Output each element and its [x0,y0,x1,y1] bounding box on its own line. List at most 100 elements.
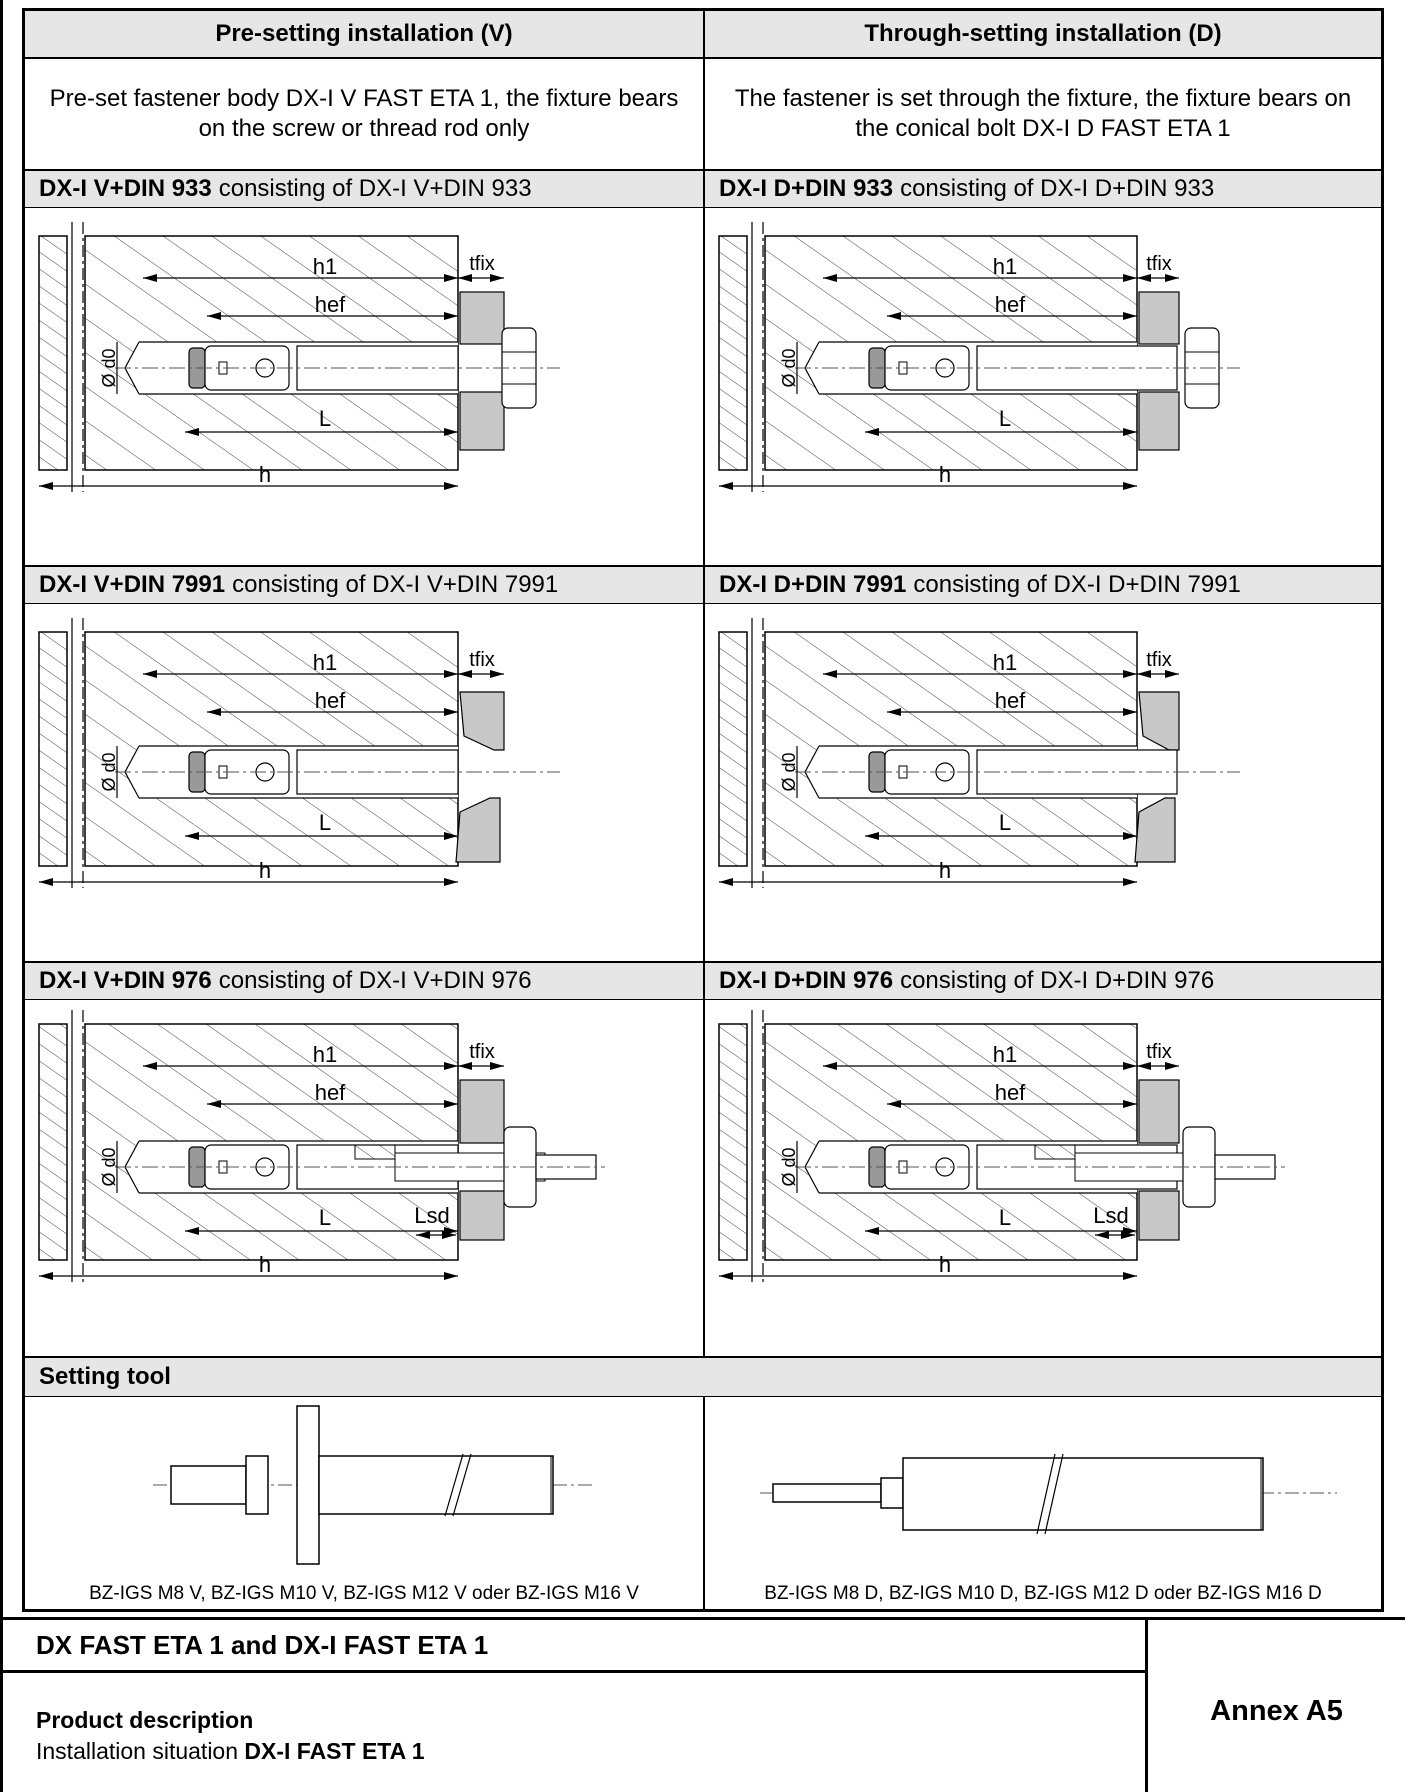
h1-dimension-arrow [1123,1062,1137,1070]
h-dimension-arrow [444,878,458,886]
description-product: DX-I FAST ETA 1 [244,1738,425,1764]
fixture [1134,797,1176,863]
h1-dimension-arrow [143,670,157,678]
tfix-label: tfix [469,1041,495,1063]
h-dimension-arrow [39,878,53,886]
h-dimension-arrow [444,1272,458,1280]
section-bold-label: DX-I V+DIN 7991 [39,571,226,598]
fixture [1138,291,1180,345]
h-dimension-arrow [1123,878,1137,886]
l-dimension-arrow [1123,428,1137,436]
hef-dimension-arrow [1123,708,1137,716]
tfix-dimension-arrow [458,670,472,678]
d0-label: Ø d0 [779,1147,799,1186]
tfix-dimension-arrow [1137,1062,1151,1070]
description-prefix: Installation situation [36,1738,239,1764]
h-label: h [259,462,271,487]
h1-label: h1 [313,254,337,279]
footer-frame [0,1617,1405,1792]
tfix-dimension-arrow [458,274,472,282]
h1-label: h1 [313,650,337,675]
fixture [1138,1079,1180,1144]
h-dimension-arrow [1123,482,1137,490]
section-label: consisting of DX-I D+DIN 933 [900,175,1215,202]
setting-tool-v-caption: BZ-IGS M8 V, BZ-IGS M10 V, BZ-IGS M12 V … [89,1583,639,1604]
l-dimension-arrow [865,428,879,436]
section-label: consisting of DX-I V+DIN 976 [218,967,532,994]
footer-divider [0,1670,1148,1673]
tfix-dimension-arrow [490,670,504,678]
d0-label: Ø d0 [99,752,119,791]
fixture [459,291,505,345]
section-bold-label: DX-I V+DIN 933 [39,175,212,202]
hef-dimension-arrow [207,1100,221,1108]
h-label: h [259,858,271,883]
footer-description: Product description Installation situati… [22,1707,1142,1765]
hef-dimension-arrow [887,708,901,716]
wall-strip [38,631,68,867]
fixture [459,691,505,751]
setting-tool-title: Setting tool [39,1363,171,1390]
footer-title: DX FAST ETA 1 and DX-I FAST ETA 1 [36,1629,489,1660]
tfix-dimension-arrow [490,274,504,282]
hef-dimension-arrow [887,312,901,320]
left-column-header: Pre-setting installation (V) [25,11,703,57]
tfix-label: tfix [469,253,495,275]
h-label: h [939,1252,951,1277]
description-text: Installation situation DX-I FAST ETA 1 [36,1738,1142,1765]
h-dimension-arrow [444,482,458,490]
setting-tool-d-caption: BZ-IGS M8 D, BZ-IGS M10 D, BZ-IGS M12 D … [764,1583,1322,1604]
d0-label: Ø d0 [779,752,799,791]
h-dimension-arrow [39,482,53,490]
tfix-dimension-arrow [1165,274,1179,282]
l-dimension-arrow [1123,1227,1137,1235]
lsd-label: Lsd [1093,1203,1128,1228]
l-dimension-arrow [185,1227,199,1235]
thread-insert [354,1144,396,1160]
l-dimension-arrow [185,428,199,436]
hef-dimension-arrow [1123,312,1137,320]
footer-divider [1145,1617,1148,1792]
lsd-label: Lsd [414,1203,449,1228]
tfix-label: tfix [1146,253,1172,275]
wall-strip [718,631,748,867]
tfix-dimension-arrow [1137,670,1151,678]
section-label: consisting of DX-I D+DIN 976 [900,967,1215,994]
h-label: h [259,1252,271,1277]
h1-dimension-arrow [143,274,157,282]
hef-label: hef [995,1080,1026,1105]
right-column-header: Through-setting installation (D) [705,11,1381,57]
annex-label: Annex A5 [1210,1694,1343,1727]
hef-dimension-arrow [1123,1100,1137,1108]
wall-strip [718,1023,748,1261]
hef-dimension-arrow [887,1100,901,1108]
l-label: L [999,406,1011,431]
left-intro-text: Pre-set fastener body DX-I V FAST ETA 1,… [49,85,679,142]
divider [25,1396,1381,1397]
l-label: L [319,406,331,431]
section-label: consisting of DX-I V+DIN 933 [218,175,532,202]
l-dimension-arrow [444,1227,458,1235]
wall-strip [38,1023,68,1261]
l-dimension-arrow [444,832,458,840]
h1-dimension-arrow [444,670,458,678]
h1-dimension-arrow [444,274,458,282]
h1-label: h1 [313,1042,337,1067]
section-label: consisting of DX-I D+DIN 7991 [913,571,1241,598]
fixture [459,1079,505,1144]
d0-label: Ø d0 [99,1147,119,1186]
hef-label: hef [315,1080,346,1105]
l-dimension-arrow [865,832,879,840]
setting-tool-header: Setting tool [25,1358,1381,1396]
lsd-dimension-arrow [1095,1231,1109,1239]
h1-dimension-arrow [823,670,837,678]
setting-tool-v-drawing [153,1405,595,1565]
d0-label: Ø d0 [99,348,119,387]
